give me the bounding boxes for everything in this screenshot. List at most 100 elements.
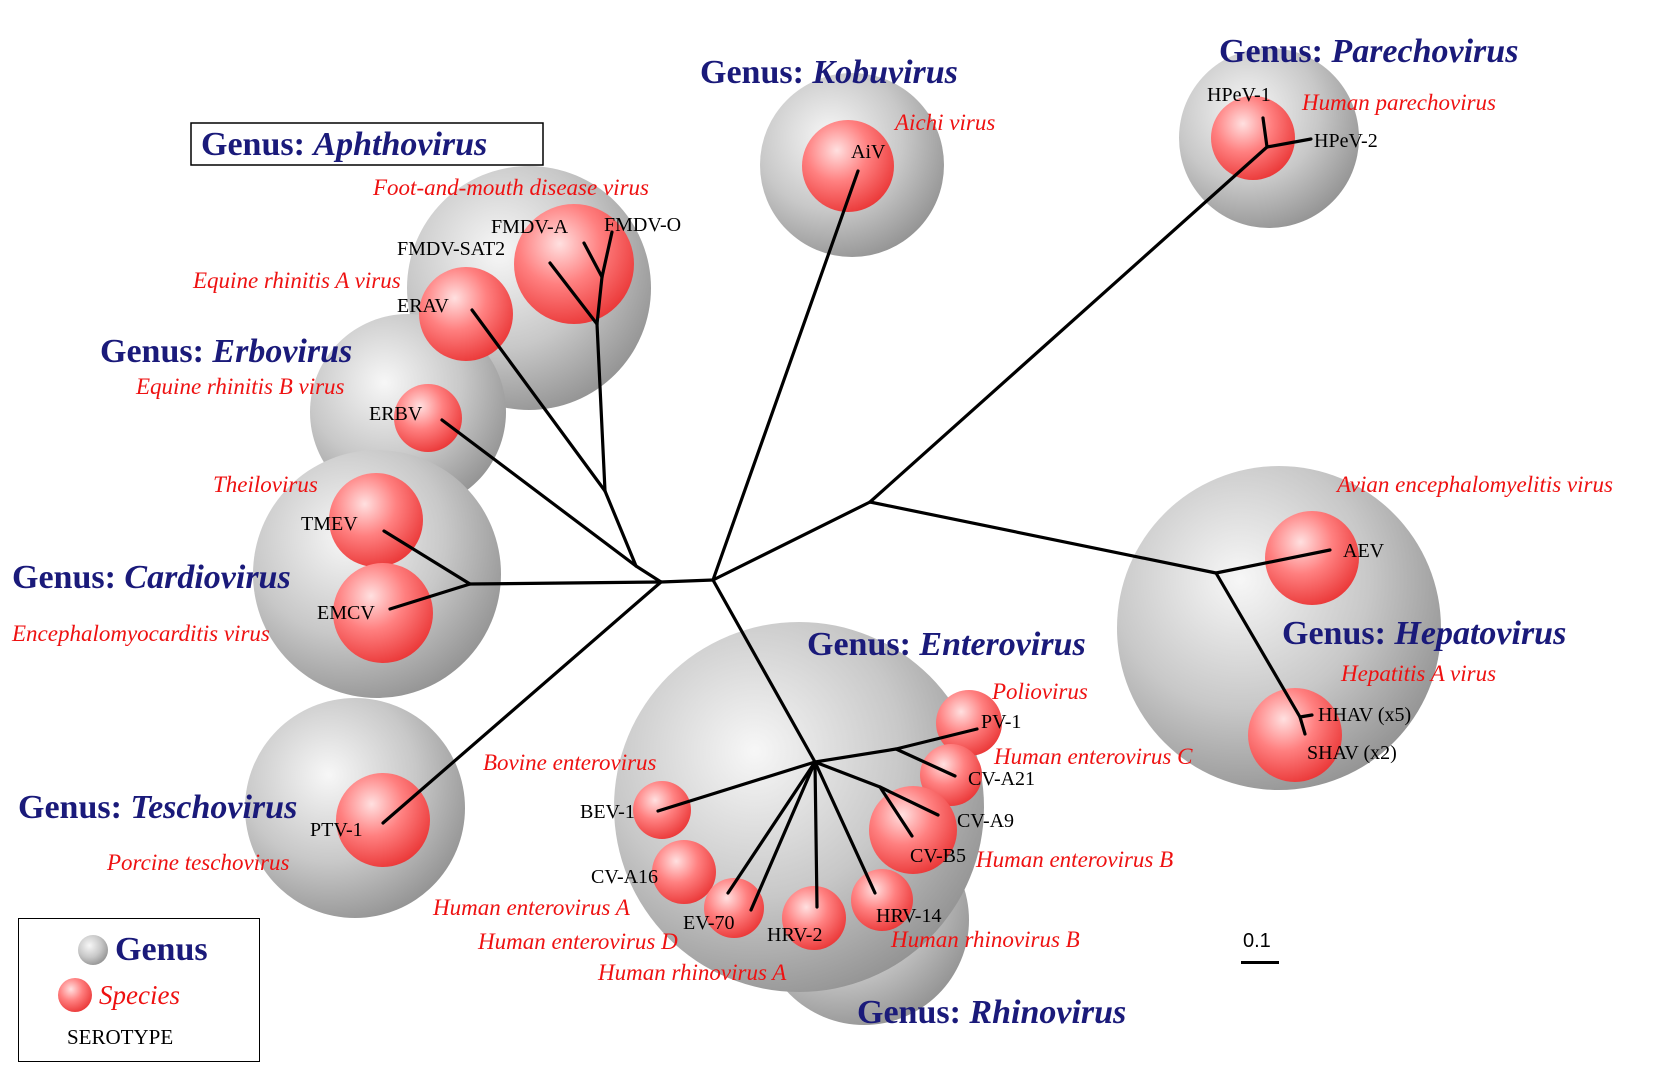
genus-title-hepatovirus: Genus: Hepatovirus bbox=[1282, 615, 1566, 652]
branch-hrv2 bbox=[813, 760, 819, 909]
serotype-label-cva16: CV-A16 bbox=[591, 866, 658, 888]
serotype-label-shav: SHAV (x2) bbox=[1307, 742, 1397, 764]
species-label-hpev: Human parechovirus bbox=[1301, 90, 1496, 115]
branch-fmdv-o bbox=[600, 230, 614, 279]
scale-bar bbox=[1241, 961, 1279, 964]
species-label-emcv: Encephalomyocarditis virus bbox=[11, 621, 270, 646]
species-label-aev: Avian encephalomyelitis virus bbox=[1335, 472, 1613, 497]
branch-ev70 bbox=[749, 760, 817, 912]
genus-title-aphthovirus: Genus: Aphthovirus bbox=[201, 126, 487, 163]
branch-pv1 bbox=[894, 727, 979, 751]
branch-hrv14 bbox=[813, 760, 877, 895]
serotype-label-hhav: HHAV (x5) bbox=[1318, 704, 1411, 726]
serotype-label-erbv: ERBV bbox=[369, 403, 423, 425]
species-labels: Aichi virus Human parechovirus Foot-and-… bbox=[11, 90, 1613, 985]
serotype-labels: AiV HPeV-1 HPeV-2 FMDV-A FMDV-O FMDV-SAT… bbox=[301, 84, 1411, 946]
species-sphere-theilo bbox=[329, 473, 423, 567]
serotype-label-aev: AEV bbox=[1343, 540, 1385, 562]
legend-genus-row: Genus bbox=[77, 931, 208, 969]
species-label-bev: Bovine enterovirus bbox=[483, 750, 657, 775]
branch-cva9 bbox=[878, 785, 940, 817]
species-sphere-hevb bbox=[869, 786, 957, 874]
branch-hav bbox=[1214, 571, 1302, 719]
branch-right-stem bbox=[711, 500, 872, 582]
genus-title-erbovirus: Genus: Erbovirus bbox=[100, 333, 352, 370]
tree-branches bbox=[381, 116, 1332, 912]
genus-title-enterovirus: Genus: Enterovirus bbox=[807, 626, 1086, 663]
branch-hevb-stem bbox=[813, 760, 882, 789]
species-label-hrva: Human rhinovirus A bbox=[597, 960, 787, 985]
genus-sphere-hepatovirus bbox=[1117, 466, 1441, 790]
serotype-label-fmdva: FMDV-A bbox=[491, 216, 569, 238]
branch-fmdv-stem bbox=[595, 275, 604, 326]
branch-cva21 bbox=[894, 747, 957, 778]
species-sphere-hav bbox=[1248, 688, 1342, 782]
branch-root bbox=[659, 578, 715, 584]
species-sphere-fmdv bbox=[514, 204, 634, 324]
serotype-label-cva21: CV-A21 bbox=[968, 768, 1035, 790]
legend-species-row: Species bbox=[57, 977, 180, 1013]
species-label-hevd: Human enterovirus D bbox=[477, 929, 678, 954]
genus-titles: Genus: Kobuvirus Genus: Parechovirus Gen… bbox=[12, 33, 1566, 1031]
species-label-ptv: Porcine teschovirus bbox=[106, 850, 290, 875]
serotype-label-hrv14: HRV-14 bbox=[876, 905, 941, 927]
serotype-label-tmev: TMEV bbox=[301, 513, 358, 535]
legend-serotype-label: SEROTYPE bbox=[67, 1025, 174, 1049]
species-sphere-erbv bbox=[394, 384, 462, 452]
branch-cva16 bbox=[726, 760, 817, 895]
species-sphere-emcv bbox=[333, 563, 433, 663]
serotype-label-cva9: CV-A9 bbox=[957, 810, 1014, 832]
serotype-label-hrv2: HRV-2 bbox=[767, 924, 822, 946]
species-sphere-hrvb bbox=[851, 869, 913, 931]
species-sphere-hrva bbox=[782, 886, 846, 950]
species-label-hrvb: Human rhinovirus B bbox=[890, 927, 1080, 952]
branch-left-trunk bbox=[634, 564, 663, 584]
branch-shav bbox=[1298, 715, 1307, 736]
branch-aphtho-erbo bbox=[603, 489, 638, 568]
legend: Genus Species SEROTYPE bbox=[18, 918, 260, 1062]
species-label-hav: Hepatitis A virus bbox=[1340, 661, 1496, 686]
serotype-label-hpev2: HPeV-2 bbox=[1314, 130, 1378, 152]
legend-species-label: Species bbox=[99, 979, 180, 1010]
species-sphere-hpev bbox=[1211, 96, 1295, 180]
branch-cardio-stem bbox=[468, 580, 663, 586]
species-label-aichi: Aichi virus bbox=[893, 110, 995, 135]
species-sphere-polio bbox=[936, 690, 1002, 756]
branch-hepato bbox=[868, 500, 1218, 575]
branch-emcv bbox=[388, 582, 472, 611]
branch-erav bbox=[470, 308, 607, 493]
branch-fmdv-sat2 bbox=[548, 261, 599, 326]
serotype-label-ev70: EV-70 bbox=[683, 912, 734, 934]
species-sphere-erav bbox=[419, 267, 513, 361]
branch-parecho bbox=[868, 145, 1269, 504]
serotype-label-cvb5: CV-B5 bbox=[910, 845, 966, 867]
branch-bev1 bbox=[656, 760, 817, 813]
species-label-hevb: Human enterovirus B bbox=[975, 847, 1173, 872]
serotype-label-fmdvo: FMDV-O bbox=[604, 214, 681, 236]
genus-title-aphthovirus-box bbox=[190, 122, 544, 166]
legend-species-sphere bbox=[58, 978, 92, 1012]
species-label-hevc: Human enterovirus C bbox=[993, 744, 1193, 769]
branch-fmdv-a bbox=[582, 241, 604, 279]
serotype-label-emcv: EMCV bbox=[317, 602, 375, 624]
species-sphere-aichi bbox=[802, 120, 894, 212]
branch-pv-cva21-node bbox=[813, 747, 898, 764]
scale-bar-label: 0.1 bbox=[1243, 930, 1271, 952]
serotype-label-hpev1: HPeV-1 bbox=[1207, 84, 1271, 106]
species-label-erbv: Equine rhinitis B virus bbox=[135, 374, 345, 399]
species-spheres bbox=[329, 96, 1359, 950]
branch-tmev bbox=[382, 529, 472, 586]
species-sphere-hevd bbox=[704, 878, 764, 938]
branch-hhav bbox=[1298, 713, 1314, 719]
genus-title-kobuvirus: Genus: Kobuvirus bbox=[700, 54, 958, 91]
species-label-erav: Equine rhinitis A virus bbox=[192, 268, 401, 293]
branch-hpev-node bbox=[1261, 116, 1269, 149]
genus-title-cardiovirus: Genus: Cardiovirus bbox=[12, 559, 291, 596]
species-sphere-aev bbox=[1265, 511, 1359, 605]
legend-genus-label: Genus bbox=[115, 931, 208, 968]
species-label-heva: Human enterovirus A bbox=[432, 895, 631, 920]
legend-serotype-row: SEROTYPE bbox=[67, 1025, 173, 1050]
species-label-theilo: Theilovirus bbox=[213, 472, 318, 497]
serotype-label-fmdvsat2: FMDV-SAT2 bbox=[397, 238, 505, 260]
